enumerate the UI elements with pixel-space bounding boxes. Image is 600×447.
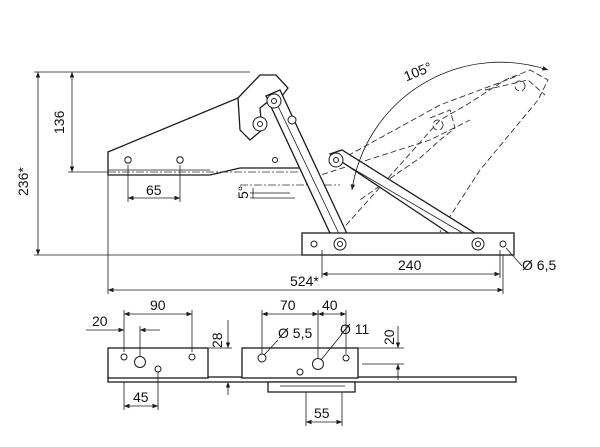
dim-70-label: 70 bbox=[280, 297, 296, 313]
dim-136-label: 136 bbox=[51, 110, 67, 134]
dim-90-label: 90 bbox=[150, 297, 166, 313]
dim-55-label: 55 bbox=[314, 405, 330, 421]
dim-236-label: 236* bbox=[15, 167, 31, 196]
dim-hole-5-5-label: Ø 5,5 bbox=[278, 325, 312, 341]
dim-240-label: 240 bbox=[398, 257, 422, 273]
side-elevation-view: 105° 236* 136 65 5° 240 Ø 6,5 524* bbox=[15, 59, 556, 294]
mount-hole-2 bbox=[176, 156, 184, 164]
dim-45-label: 45 bbox=[133, 389, 149, 405]
mount-hole-6-5 bbox=[499, 240, 507, 248]
mount-hole-1 bbox=[124, 156, 132, 164]
plan-view: 90 20 28 45 70 40 Ø 5,5 Ø 11 bbox=[86, 297, 517, 426]
dim-hole-6-5-label: Ø 6,5 bbox=[522, 257, 556, 273]
dim-20-right-label: 20 bbox=[381, 329, 397, 345]
dim-20-left-label: 20 bbox=[92, 313, 108, 329]
hinge-knuckle bbox=[267, 381, 356, 393]
dim-65-label: 65 bbox=[146, 182, 162, 198]
dim-5deg-label: 5° bbox=[235, 186, 251, 199]
dim-hole-11-label: Ø 11 bbox=[340, 321, 370, 337]
dim-524-label: 524* bbox=[290, 273, 319, 289]
lid-mount-plate bbox=[301, 232, 515, 256]
dim-40-label: 40 bbox=[322, 297, 338, 313]
dim-28-label: 28 bbox=[209, 332, 225, 348]
